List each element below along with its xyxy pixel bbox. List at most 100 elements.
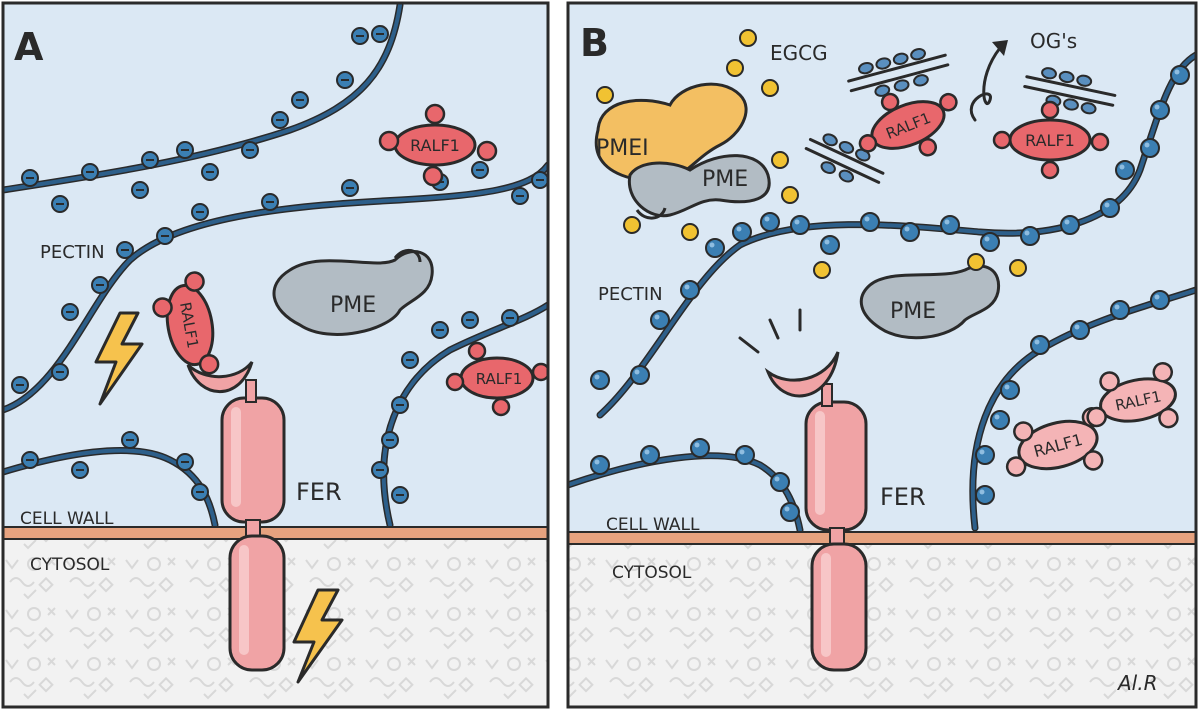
negative-charge-icon — [461, 311, 479, 329]
panel-b-letter: B — [580, 21, 609, 65]
panel-a-frame — [1, 1, 550, 709]
methyl-group-icon — [780, 502, 800, 522]
methyl-group-icon — [1140, 138, 1160, 158]
panel-b-cytosol-label: CYTOSOL — [612, 563, 692, 583]
panel-a-ralf1-free-right: RALF1 — [445, 341, 548, 417]
egcg-molecule-icon — [623, 216, 641, 234]
egcg-molecule-icon — [781, 186, 799, 204]
methyl-group-icon — [1100, 198, 1120, 218]
negative-charge-icon — [271, 111, 289, 129]
panel-b-pme-bound-label: PME — [702, 167, 748, 192]
negative-charge-icon — [381, 431, 399, 449]
egcg-molecule-icon — [771, 151, 789, 169]
methyl-group-icon — [1030, 335, 1050, 355]
panel-b-plasma-membrane — [568, 531, 1196, 545]
egcg-molecule-icon — [739, 29, 757, 47]
panel-b-egcg-label: EGCG — [770, 41, 828, 65]
methyl-group-icon — [1150, 100, 1170, 120]
negative-charge-icon — [531, 171, 548, 189]
methyl-group-icon — [1150, 290, 1170, 310]
egcg-molecule-icon — [967, 253, 985, 271]
negative-charge-icon — [261, 193, 279, 211]
methyl-group-icon — [1170, 65, 1190, 85]
methyl-group-icon — [975, 445, 995, 465]
methyl-group-icon — [1115, 160, 1135, 180]
panel-a-letter: A — [14, 25, 44, 69]
negative-charge-icon — [71, 461, 89, 479]
methyl-group-icon — [630, 365, 650, 385]
panel-a-pme-label: PME — [330, 293, 376, 318]
panel-b-og-fragments — [804, 48, 1117, 184]
methyl-group-icon — [650, 310, 670, 330]
negative-charge-icon — [401, 351, 419, 369]
negative-charge-icon — [131, 181, 149, 199]
methyl-group-icon — [705, 238, 725, 258]
negative-charge-icon — [176, 453, 194, 471]
panel-b-pme-free: PME — [859, 264, 1001, 340]
methyl-group-icon — [732, 222, 752, 242]
panel-b-pmei-pme-complex: PMEI PME — [594, 82, 771, 220]
panel-b-ralf1-active-2-label: RALF1 — [1025, 131, 1075, 150]
negative-charge-icon — [471, 161, 489, 179]
panel-b-release-arrow-icon — [969, 46, 1002, 122]
panel-a-cell-wall-label: CELL WALL — [20, 509, 114, 529]
panel-a-negative-charges — [11, 25, 548, 504]
negative-charge-icon — [176, 141, 194, 159]
egcg-molecule-icon — [813, 261, 831, 279]
panel-b-ralf1-active-1: RALF1 — [858, 92, 958, 157]
panel-b-fer-label: FER — [880, 483, 926, 511]
panel-b-cytosol-texture — [568, 545, 1196, 707]
panel-b-arrowhead-icon — [992, 40, 1008, 56]
negative-charge-icon — [21, 451, 39, 469]
panel-a-ralf1-free-top: RALF1 — [378, 103, 498, 187]
negative-charge-icon — [201, 163, 219, 181]
panel-b: PMEI PME PME RALF1 — [566, 1, 1198, 709]
panel-b-fer-signal-lines — [738, 308, 802, 354]
methyl-group-icon — [640, 445, 660, 465]
egcg-molecule-icon — [596, 86, 614, 104]
panel-a-fer-label: FER — [296, 478, 342, 506]
negative-charge-icon — [501, 309, 519, 327]
panel-a-lightning-wall-icon — [94, 311, 144, 406]
negative-charge-icon — [291, 91, 309, 109]
methyl-group-icon — [690, 438, 710, 458]
methyl-group-icon — [1000, 380, 1020, 400]
egcg-molecule-icon — [1009, 259, 1027, 277]
panel-b-cell-wall-label: CELL WALL — [606, 515, 700, 535]
panel-b-pme-bound — [627, 154, 771, 218]
methyl-group-icon — [860, 212, 880, 232]
negative-charge-icon — [241, 141, 259, 159]
panel-b-ralf1-inactive-2: RALF1 — [1086, 361, 1179, 429]
methyl-group-icon — [975, 485, 995, 505]
negative-charge-icon — [91, 276, 109, 294]
negative-charge-icon — [11, 376, 29, 394]
methyl-group-icon — [735, 445, 755, 465]
panel-a-ralf1-top-label: RALF1 — [410, 136, 460, 155]
negative-charge-icon — [191, 483, 209, 501]
negative-charge-icon — [391, 396, 409, 414]
panel-a-ralf1-right-label: RALF1 — [476, 370, 523, 388]
panel-b-ralf1-inactive-1: RALF1 — [1005, 407, 1104, 477]
negative-charge-icon — [116, 241, 134, 259]
negative-charge-icon — [156, 227, 174, 245]
panel-b-methyl-groups — [590, 65, 1190, 522]
negative-charge-icon — [121, 431, 139, 449]
negative-charge-icon — [336, 71, 354, 89]
negative-charge-icon — [511, 187, 529, 205]
panel-b-pme-free-label: PME — [890, 299, 936, 324]
panel-b-frame — [566, 1, 1198, 709]
negative-charge-icon — [51, 363, 69, 381]
methyl-group-icon — [820, 235, 840, 255]
negative-charge-icon — [371, 461, 389, 479]
methyl-group-icon — [1020, 226, 1040, 246]
panel-a-lightning-cytosol-icon — [292, 588, 344, 684]
panel-b-egcg-molecules — [596, 29, 1027, 279]
negative-charge-icon — [21, 169, 39, 187]
panel-a: RALF1 RALF1 RALF1 — [1, 1, 550, 709]
signature: Al.R — [1116, 671, 1158, 695]
methyl-group-icon — [590, 370, 610, 390]
negative-charge-icon — [341, 179, 359, 197]
methyl-group-icon — [770, 472, 790, 492]
methyl-group-icon — [760, 212, 780, 232]
